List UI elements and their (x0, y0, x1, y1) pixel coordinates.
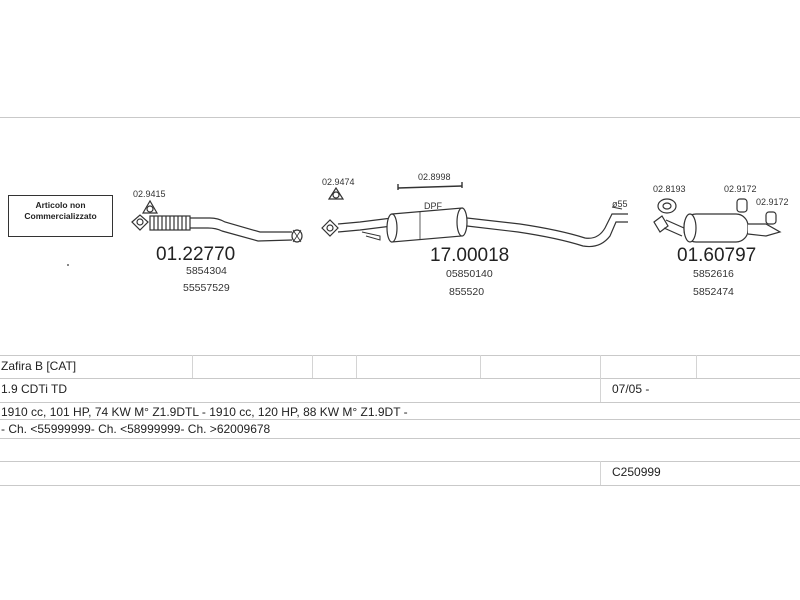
not-commercialized-notice: Articolo non Commercializzato (8, 195, 113, 237)
table-rule (0, 485, 800, 486)
table-column-divider (696, 355, 697, 378)
table-column-divider (600, 355, 601, 378)
stray-mark (67, 264, 69, 266)
front-pipe-oe-code-1: 5854304 (186, 265, 227, 277)
gasket-9474-label[interactable]: 02.9474 (322, 177, 355, 187)
dpf-label: DPF (424, 201, 442, 211)
table-column-divider (480, 355, 481, 378)
mount-9172-drawings (736, 198, 777, 225)
diagram-top-border (0, 117, 800, 118)
front-pipe-drawing (131, 214, 303, 243)
center-pipe-oe-code-1: 05850140 (446, 268, 493, 280)
rear-silencer-oe-code-1: 5852616 (693, 268, 734, 280)
exhaust-diagram (67, 182, 782, 266)
table-column-divider (600, 461, 601, 485)
front-pipe-oe-code-2: 55557529 (183, 282, 230, 294)
table-rule (0, 355, 800, 356)
table-column-divider (600, 378, 601, 402)
table-rule (0, 419, 800, 420)
gasket-9474-drawing (327, 186, 345, 200)
vehicle-model: Zafira B [CAT] (1, 359, 77, 373)
gasket-9415-drawing (141, 199, 159, 214)
table-column-divider (312, 355, 313, 378)
vehicle-specs: 1910 cc, 101 HP, 74 KW M° Z1.9DTL - 1910… (1, 405, 408, 419)
gasket-9415-label[interactable]: 02.9415 (133, 189, 166, 199)
rear-silencer-drawing (653, 213, 782, 243)
table-rule (0, 378, 800, 379)
vehicle-date-range: 07/05 - (612, 382, 650, 396)
center-pipe-oe-code-2: 855520 (449, 286, 485, 298)
clamp-8998-drawing (397, 182, 463, 190)
clamp-8998-label[interactable]: 02.8998 (418, 172, 451, 182)
center-pipe-part-number[interactable]: 17.00018 (430, 245, 510, 266)
diameter-leader (611, 206, 623, 210)
catalog-code: C250999 (612, 465, 661, 479)
center-pipe-drawing (321, 207, 628, 248)
mount-9172-label-1[interactable]: 02.9172 (724, 184, 757, 194)
table-rule (0, 438, 800, 439)
table-column-divider (192, 355, 193, 378)
rear-silencer-oe-code-2: 5852474 (693, 286, 734, 298)
gasket-8193-label[interactable]: 02.8193 (653, 184, 686, 194)
gasket-8193-drawing (657, 198, 677, 214)
mount-9172-label-2[interactable]: 02.9172 (756, 197, 789, 207)
table-rule (0, 402, 800, 403)
table-rule (0, 461, 800, 462)
rear-silencer-part-number[interactable]: 01.60797 (677, 245, 757, 266)
front-pipe-part-number[interactable]: 01.22770 (156, 244, 236, 265)
table-column-divider (356, 355, 357, 378)
vehicle-chassis: - Ch. <55999999- Ch. <58999999- Ch. >620… (1, 422, 271, 436)
diameter-label: ø55 (612, 199, 628, 209)
vehicle-engine: 1.9 CDTi TD (1, 382, 68, 396)
